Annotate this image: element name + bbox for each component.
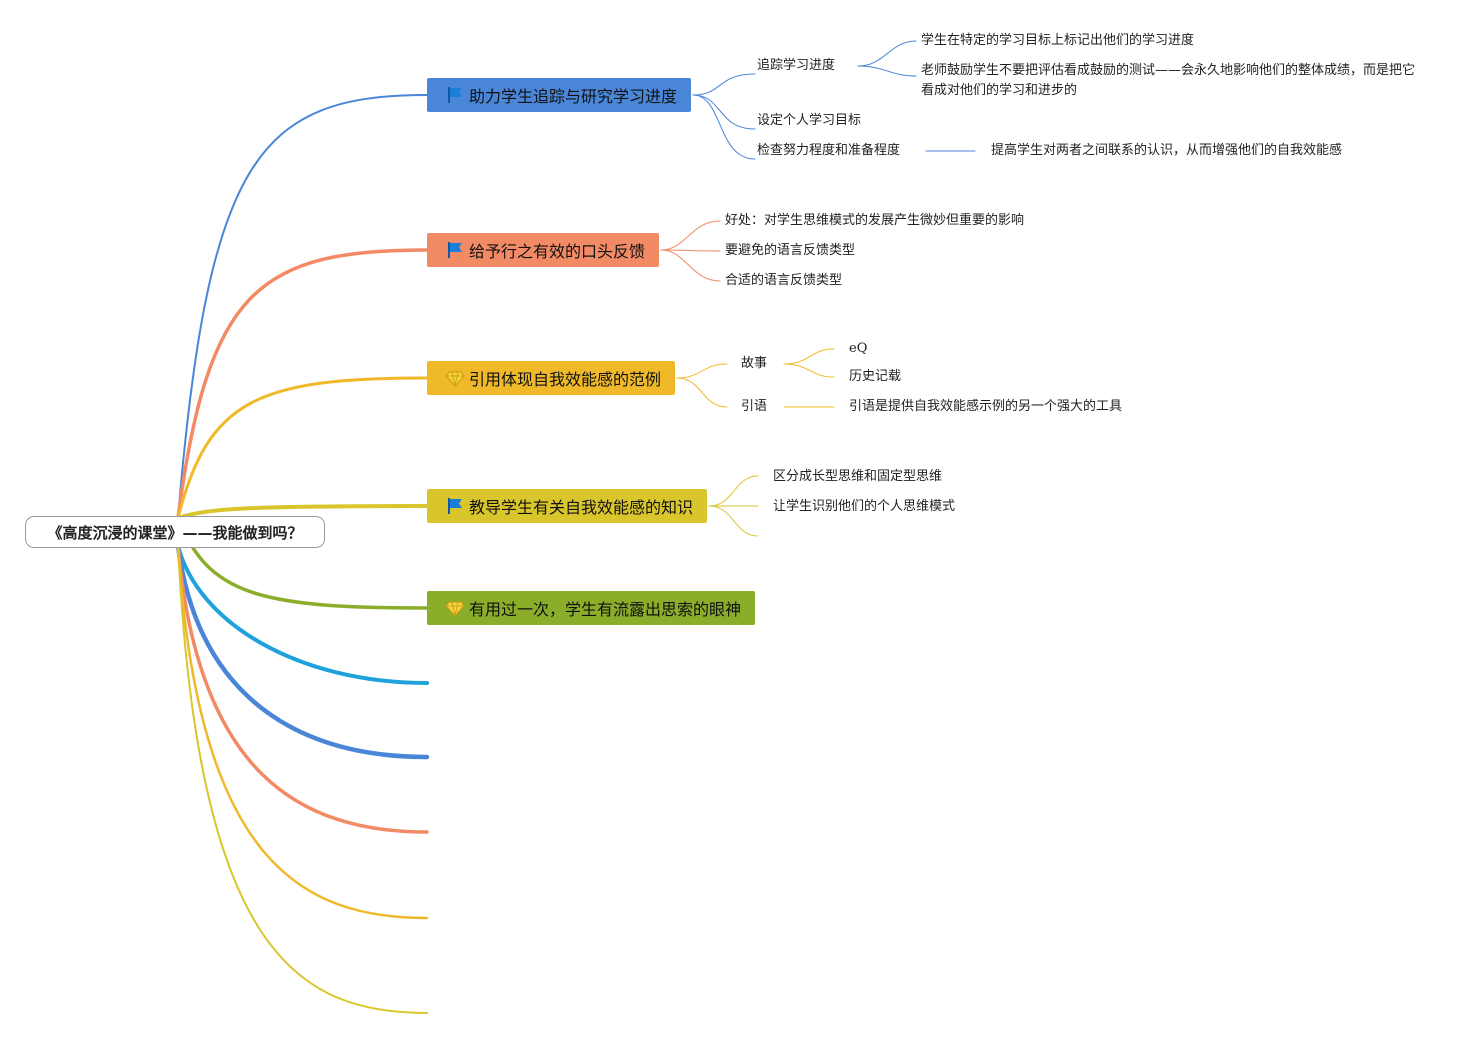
branch-connector xyxy=(176,376,429,520)
sub-topic[interactable]: 故事 xyxy=(741,356,768,371)
sub-topic[interactable]: 引语 xyxy=(741,399,768,414)
empty-branch-connector xyxy=(176,544,429,834)
diamond-icon xyxy=(445,598,465,618)
sub-connector xyxy=(708,505,759,537)
sub-topic[interactable]: 区分成长型思维和固定型思维 xyxy=(773,469,943,484)
branch-used-once[interactable]: 有用过一次，学生有流露出思索的眼神 xyxy=(427,591,756,625)
sub-topic[interactable]: 检查努力程度和准备程度 xyxy=(757,143,901,158)
sub-connector xyxy=(660,249,721,252)
sub-topic[interactable]: 让学生识别他们的个人思维模式 xyxy=(773,499,956,514)
sub-connector xyxy=(692,73,756,96)
empty-branch-connector xyxy=(177,545,428,1014)
diamond-icon xyxy=(445,368,465,388)
empty-branch-connector xyxy=(176,544,429,685)
sub-connector xyxy=(660,220,721,251)
sub-connector xyxy=(676,377,728,408)
branch-label: 教导学生有关自我效能感的知识 xyxy=(469,498,694,517)
branch-label: 给予行之有效的口头反馈 xyxy=(469,242,646,261)
flag-icon xyxy=(445,496,465,516)
root-topic[interactable]: 《高度沉浸的课堂》——我能做到吗？ xyxy=(25,516,325,548)
branch-connector xyxy=(177,94,428,519)
empty-branch-connector xyxy=(175,543,430,760)
sub-connector xyxy=(783,363,835,378)
branch-connector xyxy=(176,248,429,520)
leaf-topic[interactable]: 引语是提供自我效能感示例的另一个强大的工具 xyxy=(849,399,1123,414)
sub-topic[interactable]: 好处：对学生思维模式的发展产生微妙但重要的影响 xyxy=(725,213,1025,228)
branch-teach-self-efficacy[interactable]: 教导学生有关自我效能感的知识 xyxy=(427,489,708,523)
sub-connector xyxy=(692,94,756,160)
branch-verbal-feedback[interactable]: 给予行之有效的口头反馈 xyxy=(427,233,660,267)
sub-connector xyxy=(783,348,835,365)
sub-topic[interactable]: 要避免的语言反馈类型 xyxy=(725,243,856,258)
branch-label: 助力学生追踪与研究学习进度 xyxy=(469,87,678,106)
leaf-topic[interactable]: 历史记载 xyxy=(849,369,902,384)
sub-connector xyxy=(660,249,721,282)
leaf-topic[interactable]: 老师鼓励学生不要把评估看成鼓励的测试——会永久地影响他们的整体成绩，而是把它看成… xyxy=(921,63,1416,98)
leaf-topic[interactable]: 提高学生对两者之间联系的认识，从而增强他们的自我效能感 xyxy=(991,143,1343,158)
sub-topic[interactable]: 合适的语言反馈类型 xyxy=(725,273,843,288)
sub-connector xyxy=(857,65,917,77)
branch-label: 有用过一次，学生有流露出思索的眼神 xyxy=(469,600,742,619)
leaf-topic[interactable]: 学生在特定的学习目标上标记出他们的学习进度 xyxy=(921,33,1195,48)
leaf-topic[interactable]: eQ xyxy=(849,341,868,356)
sub-connector xyxy=(676,363,728,379)
sub-connector xyxy=(857,40,917,67)
sub-topic[interactable]: 追踪学习进度 xyxy=(757,58,836,73)
flag-icon xyxy=(445,85,465,105)
branch-label: 引用体现自我效能感的范例 xyxy=(469,370,662,389)
branch-track-progress[interactable]: 助力学生追踪与研究学习进度 xyxy=(427,78,692,112)
flag-icon xyxy=(445,240,465,260)
sub-connector xyxy=(708,475,759,507)
connector-lines xyxy=(175,40,976,1014)
sub-connector xyxy=(692,94,756,130)
branch-connector xyxy=(176,504,429,520)
branch-self-efficacy-examples[interactable]: 引用体现自我效能感的范例 xyxy=(427,361,676,395)
empty-branch-connector xyxy=(176,544,429,920)
sub-topic[interactable]: 设定个人学习目标 xyxy=(757,113,862,128)
